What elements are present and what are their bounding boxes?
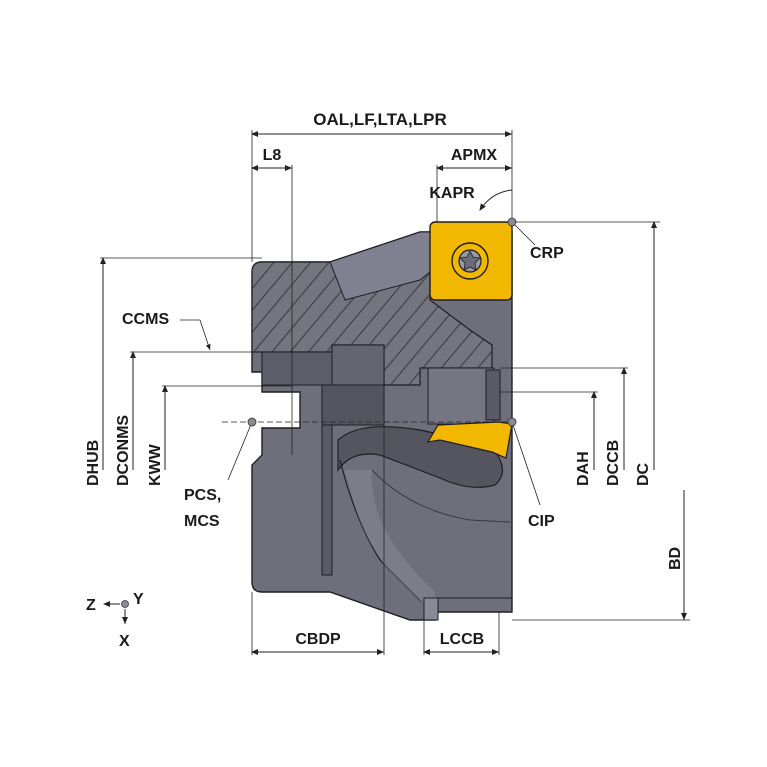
flute-shade [345, 470, 435, 612]
pcs-point [247, 417, 257, 427]
key-slot [321, 384, 385, 426]
label-lccb: LCCB [440, 631, 484, 648]
label-kapr: KAPR [429, 185, 475, 202]
label-dccb: DCCB [605, 440, 622, 486]
hub-bore [261, 351, 333, 386]
axis-z-label: Z [86, 597, 96, 614]
label-dhub: DHUB [85, 440, 102, 486]
label-cbdp: CBDP [295, 631, 341, 648]
label-dah: DAH [575, 451, 592, 486]
pocket-inner [485, 369, 501, 421]
flute-curve [339, 459, 436, 613]
dimension-labels: OAL,LF,LTA,LPR L8 APMX KAPR CRP CCMS DHU… [85, 110, 684, 648]
hub-step [331, 344, 385, 386]
label-bd: BD [667, 547, 684, 570]
label-l8: L8 [263, 147, 282, 164]
cip-point [507, 417, 517, 427]
label-mcs: MCS [184, 513, 220, 530]
label-ccms: CCMS [122, 311, 169, 328]
insert-top [429, 221, 513, 301]
label-kww: KWW [147, 443, 164, 486]
center-bore-lower [321, 424, 333, 576]
axis-y-label: Y [133, 591, 144, 608]
insert-side [426, 421, 513, 459]
dimension-lines [100, 130, 690, 655]
label-dc: DC [635, 462, 652, 486]
label-cip: CIP [528, 513, 555, 530]
label-pcs: PCS, [184, 487, 221, 504]
cutter-body [251, 231, 513, 621]
bottom-step [423, 597, 439, 621]
pocket-block [427, 367, 495, 425]
label-dconms: DCONMS [115, 415, 132, 486]
axis-x-label: X [119, 633, 130, 650]
label-crp: CRP [530, 245, 564, 262]
label-apmx: APMX [451, 147, 498, 164]
axis-indicator: Z Y X [86, 591, 144, 650]
flute-curve-2 [371, 469, 511, 523]
label-oal: OAL,LF,LTA,LPR [313, 110, 446, 129]
crp-point [507, 217, 517, 227]
